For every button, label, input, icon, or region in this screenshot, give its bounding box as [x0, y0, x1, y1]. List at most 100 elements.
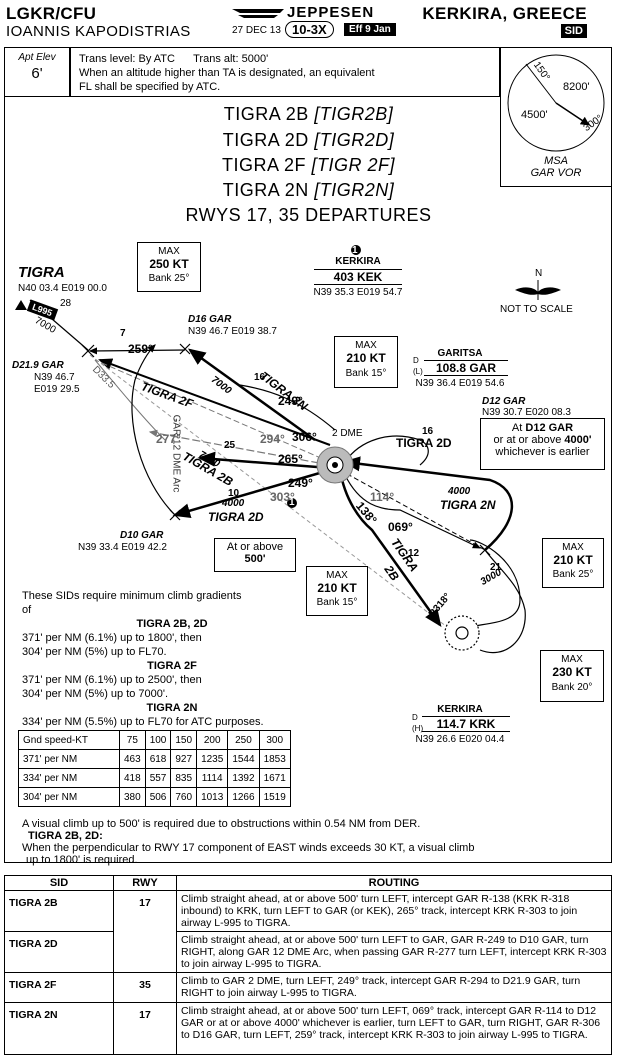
krk-class: D (H) [412, 713, 424, 733]
dme-2: 2 DME [332, 428, 363, 439]
grad-intro-2: of [22, 604, 32, 616]
chart-date: 27 DEC 13 [232, 25, 281, 36]
jeppesen-wing-icon [232, 9, 284, 19]
dist-10: 10 [228, 488, 240, 499]
d10-label: D10 GAR [120, 530, 164, 541]
transition-info: Trans level: By ATC Trans alt: 5000' Whe… [70, 47, 500, 97]
track-249-a: 249° [278, 394, 303, 408]
ndb-coord: N39 35.3 E019 54.7 [313, 287, 403, 298]
chart-type-badge: SID [560, 24, 587, 38]
grad-head-2f: TIGRA 2F [147, 660, 197, 672]
alt-box-500: At or above 500' [214, 538, 296, 572]
dist-7: 7 [120, 328, 126, 339]
grad-line-1: 371' per NM (6.1%) up to 1800', then [22, 632, 202, 644]
route-tigra-2d-a: TIGRA 2D [396, 436, 452, 450]
garitsa-coord: N39 36.4 E019 54.6 [415, 378, 505, 389]
radial-294: 294° [260, 432, 285, 446]
track-265: 265° [278, 452, 303, 466]
garitsa-freq: 108.8 GAR [424, 360, 508, 376]
elevation-value: 6' [31, 65, 43, 82]
dme-arc-label: GAR 12 DME Arc [170, 414, 182, 493]
msa-alt-north: 8200' [563, 81, 590, 93]
note-1: A visual climb up to 500' is required du… [22, 818, 421, 830]
title-tigra-2b: TIGRA 2B [TIGR2B] [223, 104, 394, 124]
route-map [15, 245, 561, 654]
msa-sub: GAR VOR [530, 167, 582, 179]
krk-freq: 114.7 KRK [422, 716, 510, 732]
trans-line-1: Trans level: By ATC Trans alt: 5000' [79, 53, 269, 65]
title-tigra-2n: TIGRA 2N [TIGR2N] [222, 180, 395, 200]
note-2-head: TIGRA 2B, 2D: [28, 830, 103, 842]
grad-line-5: 334' per NM (5.5%) up to FL70 for ATC pu… [22, 716, 264, 728]
radial-114: 114° [370, 490, 395, 504]
krk-name: KERKIRA [437, 704, 483, 715]
ndb-number: 1 [352, 245, 358, 256]
route-tigra-2d-b: TIGRA 2D [208, 510, 264, 524]
dist-16: 16 [254, 372, 266, 383]
notes-section: A visual climb up to 500' is required du… [22, 818, 602, 866]
not-to-scale: NOT TO SCALE [500, 304, 573, 315]
speed-box-250: MAX 250 KT Bank 25° [137, 242, 201, 292]
vor-kerkira: KERKIRA 114.7 KRK N39 26.6 E020 04.4 [410, 704, 510, 745]
garitsa-class: D (L) [413, 356, 423, 376]
msa-alt-south: 4500' [521, 109, 548, 121]
north-label: N [535, 268, 543, 279]
speed-box-230: MAX 230 KT Bank 20° [540, 650, 604, 702]
elevation-label: Apt Elev [18, 52, 56, 63]
title-tigra-2d: TIGRA 2D [TIGR2D] [222, 130, 395, 150]
krk-coord: N39 26.6 E020 04.4 [415, 734, 505, 745]
grad-head-2n: TIGRA 2N [146, 702, 198, 714]
title-rwys: RWYS 17, 35 DEPARTURES [185, 205, 432, 225]
trans-line-3: FL shall be specified by ATC. [79, 81, 221, 93]
speed-box-210-right: MAX 210 KT Bank 25° [542, 538, 604, 588]
radial-303: 303° [270, 490, 295, 504]
tigra-coord: N40 03.4 E019 00.0 [18, 283, 107, 294]
d21-coord-2: E019 29.5 [34, 384, 80, 395]
airport-elevation-box: Apt Elev 6' [4, 47, 70, 97]
d12-coord: N39 30.7 E020 08.3 [482, 407, 571, 418]
note-2: When the perpendicular to RWY 17 compone… [22, 842, 475, 854]
fix-number: 1 [289, 497, 295, 508]
tigra-label: TIGRA [18, 264, 65, 281]
note-3: up to 1800' is required. [26, 854, 138, 866]
d21-coord-1: N39 46.7 [34, 372, 75, 383]
tigra-alt-28: 28 [60, 298, 72, 309]
msa-box: 150° 300° 8200' 4500' MSA GAR VOR [500, 47, 612, 187]
alt-4000-b: 4000 [448, 486, 471, 497]
route-tigra-2n-b: TIGRA 2N [440, 498, 496, 512]
brand-text: JEPPESEN [287, 4, 375, 21]
track-259: 259° [128, 342, 153, 356]
speed-box-210-lower: MAX 210 KT Bank 15° [306, 566, 368, 616]
airport-id: LGKR/CFU [6, 4, 97, 23]
speed-box-210-upper: MAX 210 KT Bank 15° [334, 336, 398, 388]
radial-306: 306° [292, 430, 317, 444]
d12-label: D12 GAR [482, 396, 526, 407]
d12-condition-box: At D12 GAR or at or above 4000' whicheve… [480, 418, 605, 470]
grad-line-2: 304' per NM (5%) up to FL70. [22, 646, 167, 658]
d16-coord: N39 46.7 E019 38.7 [188, 326, 277, 337]
grad-line-3: 371' per NM (6.1%) up to 2500', then [22, 674, 202, 686]
city-name: KERKIRA, GREECE [422, 4, 587, 23]
climb-gradient-section: These SIDs require minimum climb gradien… [22, 589, 322, 729]
title-tigra-2f: TIGRA 2F [TIGR 2F] [221, 155, 396, 175]
d16-label: D16 GAR [188, 314, 232, 325]
ndb-ident: 403 KEK [314, 269, 402, 285]
radial-277: 277° [156, 432, 181, 446]
dist-12: 12 [408, 548, 420, 559]
dist-21: 21 [490, 562, 502, 573]
d21-label: D21.9 GAR [12, 360, 64, 371]
jeppesen-logo: JEPPESEN [232, 4, 374, 21]
msa-label: MSA [544, 155, 568, 167]
track-249-b: 249° [288, 476, 313, 490]
